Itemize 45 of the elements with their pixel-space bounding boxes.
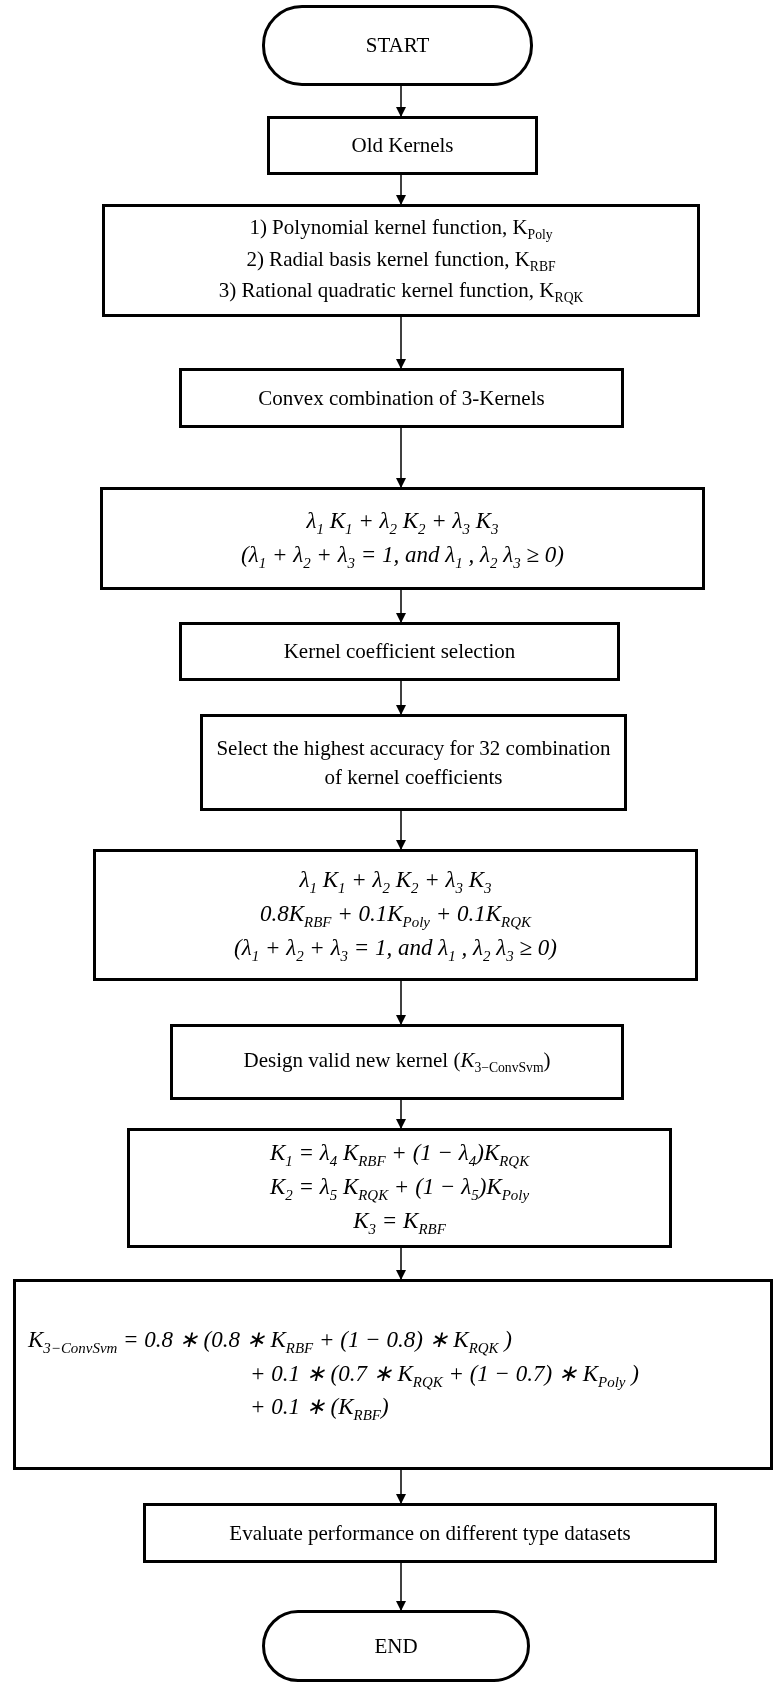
formula-text: (λ$_{1}$ + λ$_{2}$ + λ$_{3}$ = 1, and λ$_{1}$ , λ$_{2}$ λ$_{3}$ ≥ 0) (234, 933, 557, 966)
formula-text: λ$_{1}$ K$_{1}$ + λ$_{2}$ K$_{2}$ + λ$_{3}$ K$_{3}$ (306, 506, 499, 539)
arrow (396, 85, 406, 117)
arrow (396, 316, 406, 369)
arrow (396, 980, 406, 1025)
box-label: Design valid new kernel (K$_{3−ConvSvm}$) (243, 1047, 551, 1078)
box-label: Convex combination of 3-Kernels (258, 384, 545, 412)
box-label: 3) Rational quadratic kernel function, K$_{RQK}$ (218, 277, 584, 308)
box-label: Kernel coefficient selection (283, 638, 516, 666)
arrow (396, 1469, 406, 1504)
process-box (200, 714, 627, 811)
arrow (396, 680, 406, 715)
process-box (102, 204, 700, 317)
process-box (267, 116, 538, 175)
process-box (13, 1279, 773, 1470)
formula-text: K$_{3−ConvSvm}$ = 0.8 ∗ (0.8 ∗ K$_{RBF}$ + (1 − 0.8) ∗ K$_{RQK}$ ) (28, 1325, 512, 1358)
box-label: Old Kernels (351, 132, 454, 160)
arrow (396, 1247, 406, 1280)
box-label: END (374, 1632, 418, 1660)
formula-text: + 0.1 ∗ (K$_{RBF}$) (249, 1393, 389, 1425)
arrow (396, 1562, 406, 1611)
arrow (396, 174, 406, 205)
process-box (179, 622, 620, 681)
process-box (143, 1503, 717, 1563)
formula-text: λ$_{1}$ K$_{1}$ + λ$_{2}$ K$_{2}$ + λ$_{3}$ K$_{3}$ (299, 866, 492, 898)
box-label: Select the highest accuracy for 32 combination of kernel coefficients (215, 735, 612, 791)
process-box (127, 1128, 672, 1248)
arrow (396, 589, 406, 623)
formula-text: + 0.1 ∗ (0.7 ∗ K$_{RQK}$ + (1 − 0.7) ∗ K$_{Poly}$ ) (249, 1359, 639, 1392)
formula-text: K$_{3}$ = K$_{RBF}$ (353, 1206, 446, 1239)
formula-text: K$_{2}$ = λ$_{5}$ K$_{RQK}$ + (1 − λ$_{5}$)K$_{Poly}$ (269, 1173, 530, 1205)
box-label: START (365, 32, 430, 60)
arrow (396, 427, 406, 488)
arrow (396, 810, 406, 850)
formula-text: K$_{1}$ = λ$_{4}$ K$_{RBF}$ + (1 − λ$_{4}$)K$_{RQK}$ (269, 1139, 530, 1171)
process-box (100, 487, 705, 590)
formula-text: (λ$_{1}$ + λ$_{2}$ + λ$_{3}$ = 1, and λ$_{1}$ , λ$_{2}$ λ$_{3}$ ≥ 0) (241, 540, 564, 573)
formula-text: 0.8K$_{RBF}$ + 0.1K$_{Poly}$ + 0.1K$_{RQK}$ (260, 900, 531, 932)
process-box (170, 1024, 624, 1100)
process-box (179, 368, 624, 428)
arrow (396, 1099, 406, 1129)
process-box (93, 849, 698, 981)
box-label: Evaluate performance on different type datasets (229, 1519, 631, 1547)
box-label: 1) Polynomial kernel function, K$_{Poly}$ (249, 214, 553, 245)
box-label: 2) Radial basis kernel function, K$_{RBF}$ (246, 245, 556, 276)
